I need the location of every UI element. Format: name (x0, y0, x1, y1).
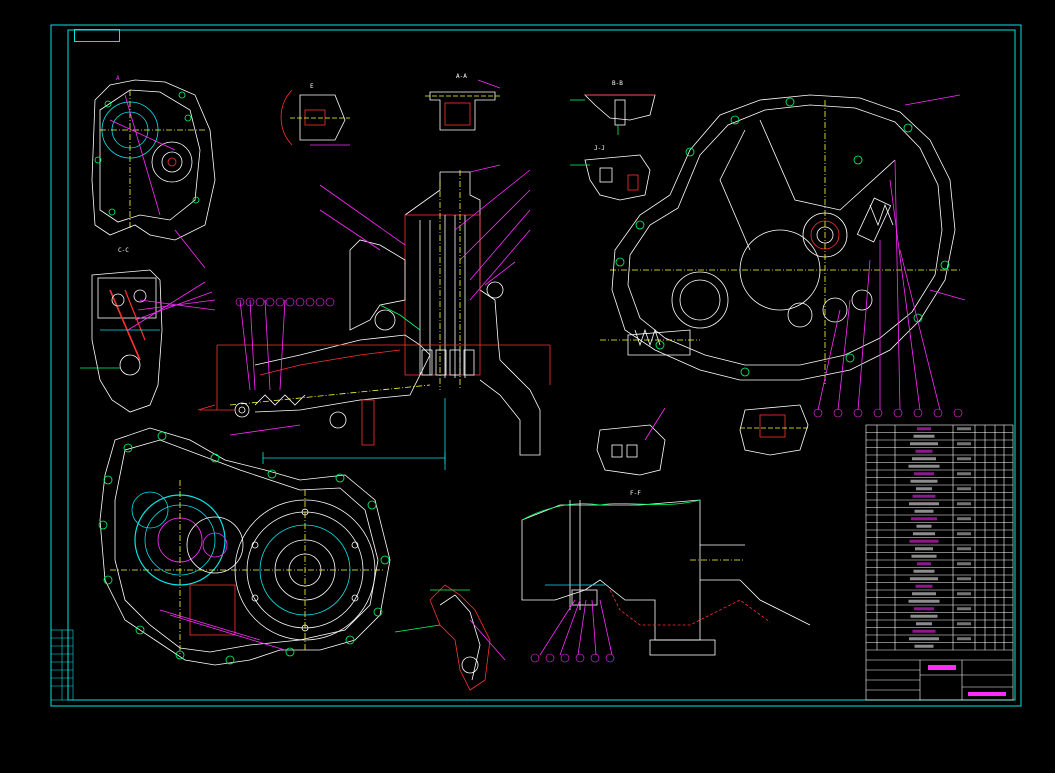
parts-list-entry (914, 472, 934, 476)
parts-list-entry (911, 517, 937, 521)
outer-frame (50, 24, 1022, 707)
parts-list-entry (912, 592, 936, 596)
view-title-e: E (310, 83, 314, 90)
view-jj-section (570, 154, 651, 201)
drawing-title-mark (928, 665, 956, 670)
balloon-callout (873, 408, 883, 418)
view-bb-section (570, 94, 656, 135)
parts-list-entry (908, 599, 940, 603)
parts-list-material (957, 442, 971, 446)
parts-list-entry (909, 539, 939, 543)
parts-list-entry (910, 577, 938, 581)
parts-list-entry (914, 607, 934, 611)
parts-list-entry (916, 524, 932, 528)
parts-list-entry (913, 434, 935, 438)
balloon-callout (575, 653, 585, 663)
parts-list-entry (917, 427, 931, 431)
parts-list-entry (910, 614, 938, 618)
balloon-callout (315, 297, 325, 307)
balloon-callout (953, 408, 963, 418)
title-block-text-marks (235, 297, 1006, 696)
balloon-callout (913, 408, 923, 418)
view-right-housing (600, 94, 966, 411)
parts-list-material (957, 502, 971, 506)
view-detail-small-2 (739, 404, 810, 456)
title-block (865, 424, 1014, 701)
company-name-mark (968, 692, 1006, 696)
view-top-left (91, 79, 216, 269)
view-cc-section (80, 269, 216, 413)
balloon-callout (530, 653, 540, 663)
balloon-callout (265, 297, 275, 307)
parts-list-entry (910, 442, 938, 446)
view-title-bb: B-B (612, 80, 623, 87)
balloon-callout (833, 408, 843, 418)
parts-list-material (957, 592, 971, 596)
balloon-callout (560, 653, 570, 663)
view-detail-e (280, 89, 350, 146)
balloon-callout (275, 297, 285, 307)
balloon-callout (590, 653, 600, 663)
balloon-callout (545, 653, 555, 663)
balloon-callout (853, 408, 863, 418)
parts-list-material (957, 622, 971, 626)
view-ff-section (521, 499, 811, 656)
parts-list-material (957, 547, 971, 551)
parts-list-material (957, 517, 971, 521)
parts-list-entry (915, 449, 933, 453)
left-margin-strip (50, 629, 74, 701)
view-shift-fork (394, 584, 506, 691)
parts-list-entry (915, 584, 933, 588)
balloon-callout (245, 297, 255, 307)
parts-list-entry (913, 569, 935, 573)
parts-list-entry (909, 637, 939, 641)
inner-frame (67, 29, 1016, 701)
view-title-cc: C-C (118, 247, 129, 254)
view-title-jj: J-J (594, 145, 605, 152)
balloon-callout (933, 408, 943, 418)
parts-list-material (957, 427, 971, 431)
balloon-callout (305, 297, 315, 307)
parts-list-entry (912, 629, 936, 633)
parts-list-entry (912, 494, 936, 498)
balloon-callout (295, 297, 305, 307)
parts-list-entry (910, 479, 938, 483)
parts-list-entry (916, 487, 932, 491)
parts-list-entry (916, 622, 932, 626)
view-title-ff: F-F (630, 490, 641, 497)
balloon-callout (255, 297, 265, 307)
balloon-callout (235, 297, 245, 307)
parts-list-material (957, 577, 971, 581)
view-aa-section (425, 79, 501, 131)
parts-list-entry (908, 464, 940, 468)
parts-list-entry (917, 562, 931, 566)
view-label-top-left: A (116, 75, 120, 82)
parts-list-entry (909, 502, 939, 506)
parts-list-material (957, 637, 971, 641)
parts-list-entry (913, 532, 935, 536)
view-detail-small-1 (596, 407, 666, 476)
parts-list-material (957, 607, 971, 611)
drawing-stamp (74, 29, 120, 42)
balloon-callout (813, 408, 823, 418)
balloon-callout (285, 297, 295, 307)
parts-list-material (957, 562, 971, 566)
parts-list-entry (911, 554, 937, 558)
view-center-section (197, 164, 551, 470)
parts-list-material (957, 532, 971, 536)
parts-list-material (957, 472, 971, 476)
parts-list-material (957, 457, 971, 461)
view-title-aa: A-A (456, 73, 467, 80)
parts-list-material (957, 487, 971, 491)
parts-list-entry (914, 509, 934, 513)
balloon-callout (605, 653, 615, 663)
parts-list-entry (914, 644, 934, 648)
parts-list-entry (915, 547, 933, 551)
balloon-callout (893, 408, 903, 418)
balloon-callout (325, 297, 335, 307)
parts-list-entry (912, 457, 936, 461)
view-bottom-left-housing (98, 427, 391, 666)
